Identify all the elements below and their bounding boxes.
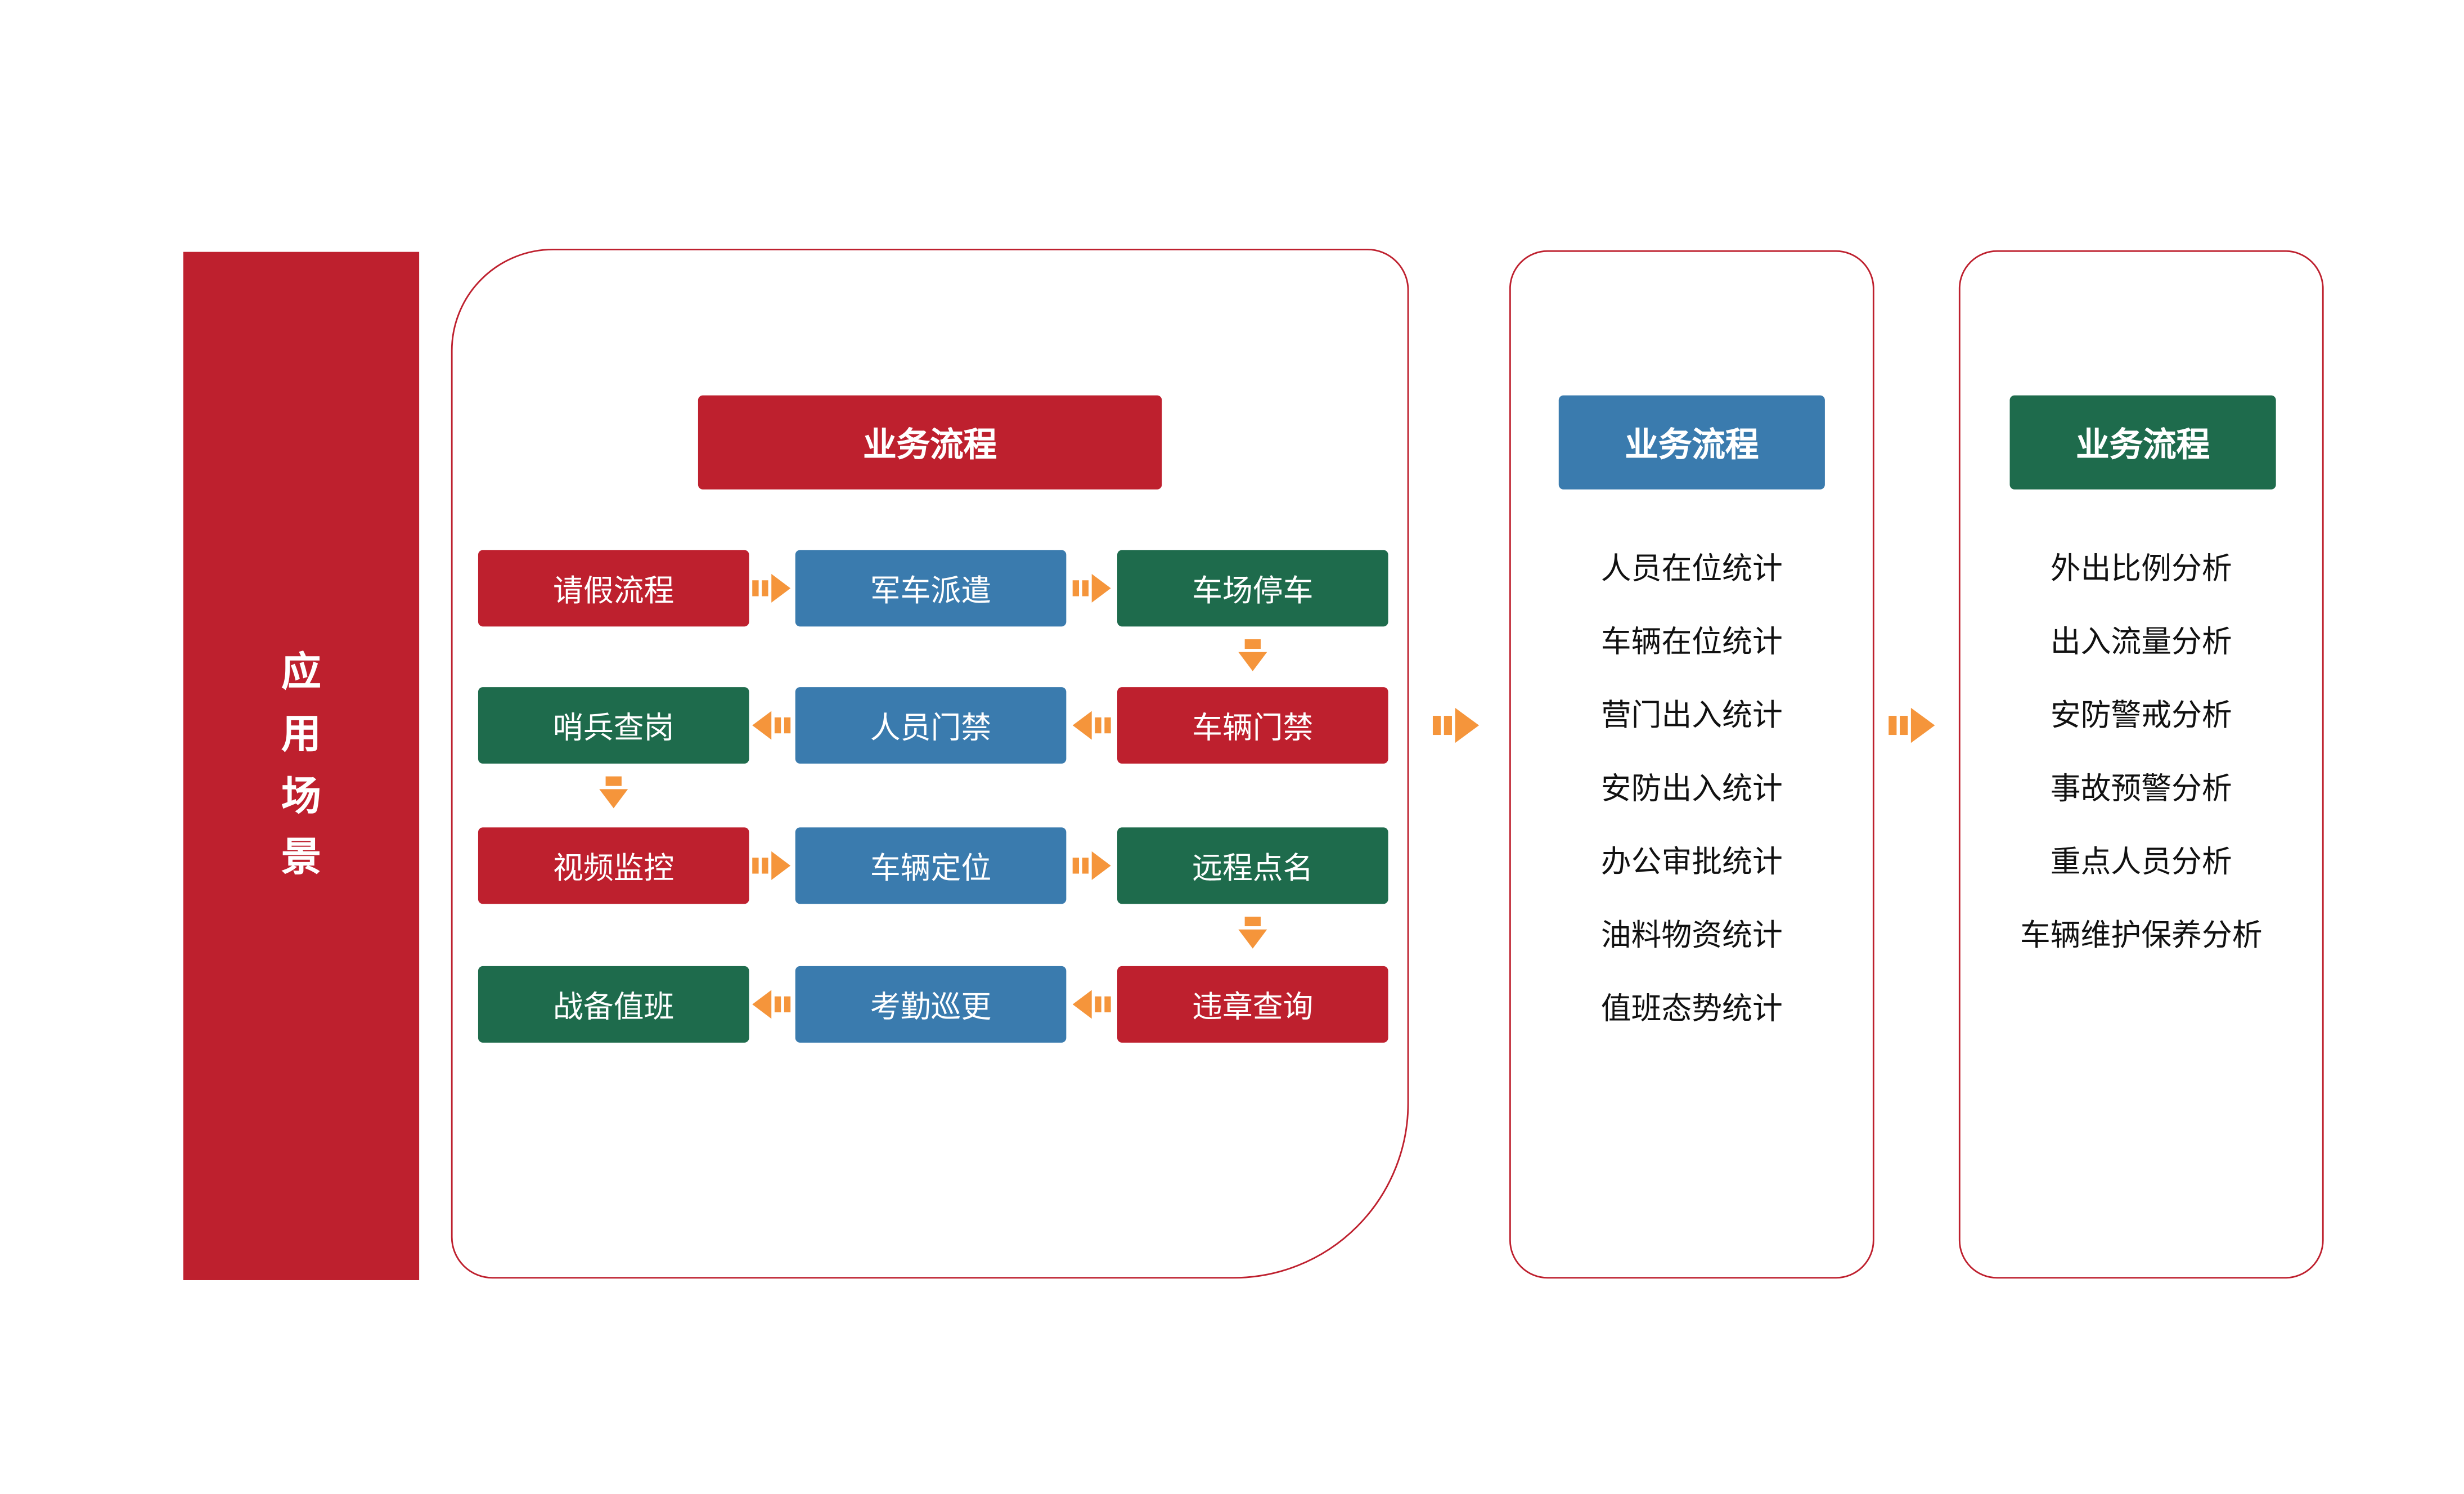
list-item: 营门出入统计 [1600,699,1783,733]
arrow-down-icon [1237,639,1269,671]
arrow-left-icon [1072,990,1111,1019]
list-item: 办公审批统计 [1600,845,1783,880]
application-scenarios-banner: 应 用 场 景 [183,252,420,1280]
list-item: 安防警戒分析 [2050,699,2232,733]
statistics-panel-header: 业务流程 [1558,395,1825,490]
flow-box-parking: 车场停车 [1117,550,1388,627]
flow-box-personnel-access: 人员门禁 [795,687,1067,764]
flow-box-remote-rollcall: 远程点名 [1117,827,1388,904]
arrow-right-icon [1432,707,1480,743]
application-scenarios-label: 应 用 场 景 [281,650,321,881]
list-item: 油料物资统计 [1600,919,1783,953]
arrow-right-icon [1072,573,1111,603]
analysis-list: 外出比例分析 出入流量分析 安防警戒分析 事故预警分析 重点人员分析 车辆维护保… [1959,530,2324,970]
arrow-right-icon [752,573,791,603]
arrow-left-icon [752,990,791,1019]
list-item: 外出比例分析 [2050,552,2232,586]
arrow-left-icon [1072,711,1111,740]
statistics-list: 人员在位统计 车辆在位统计 营门出入统计 安防出入统计 办公审批统计 油料物资统… [1509,530,1874,1043]
list-item: 车辆在位统计 [1600,625,1783,659]
arrow-right-icon [1889,707,1935,743]
arrow-down-icon [1237,917,1269,949]
flow-box-violation-query: 违章查询 [1117,966,1388,1043]
flow-box-duty-readiness: 战备值班 [478,966,749,1043]
flow-box-vehicle-access: 车辆门禁 [1117,687,1388,764]
flow-box-video-monitor: 视频监控 [478,827,749,904]
flow-box-attendance-patrol: 考勤巡更 [795,966,1067,1043]
list-item: 车辆维护保养分析 [2020,919,2263,953]
flow-box-vehicle-locate: 车辆定位 [795,827,1067,904]
list-item: 重点人员分析 [2050,845,2232,880]
flow-box-vehicle-dispatch: 军车派遣 [795,550,1067,627]
process-panel-header: 业务流程 [698,395,1162,490]
list-item: 事故预警分析 [2050,772,2232,806]
arrow-right-icon [752,851,791,880]
flow-box-sentry-check: 哨兵查岗 [478,687,749,764]
flow-box-leave-process: 请假流程 [478,550,749,627]
list-item: 值班态势统计 [1600,992,1783,1026]
arrow-left-icon [752,711,791,740]
arrow-down-icon [597,776,630,809]
list-item: 出入流量分析 [2050,625,2232,659]
arrow-right-icon [1072,851,1111,880]
analysis-panel-header: 业务流程 [2009,395,2276,490]
list-item: 人员在位统计 [1600,552,1783,586]
list-item: 安防出入统计 [1600,772,1783,806]
